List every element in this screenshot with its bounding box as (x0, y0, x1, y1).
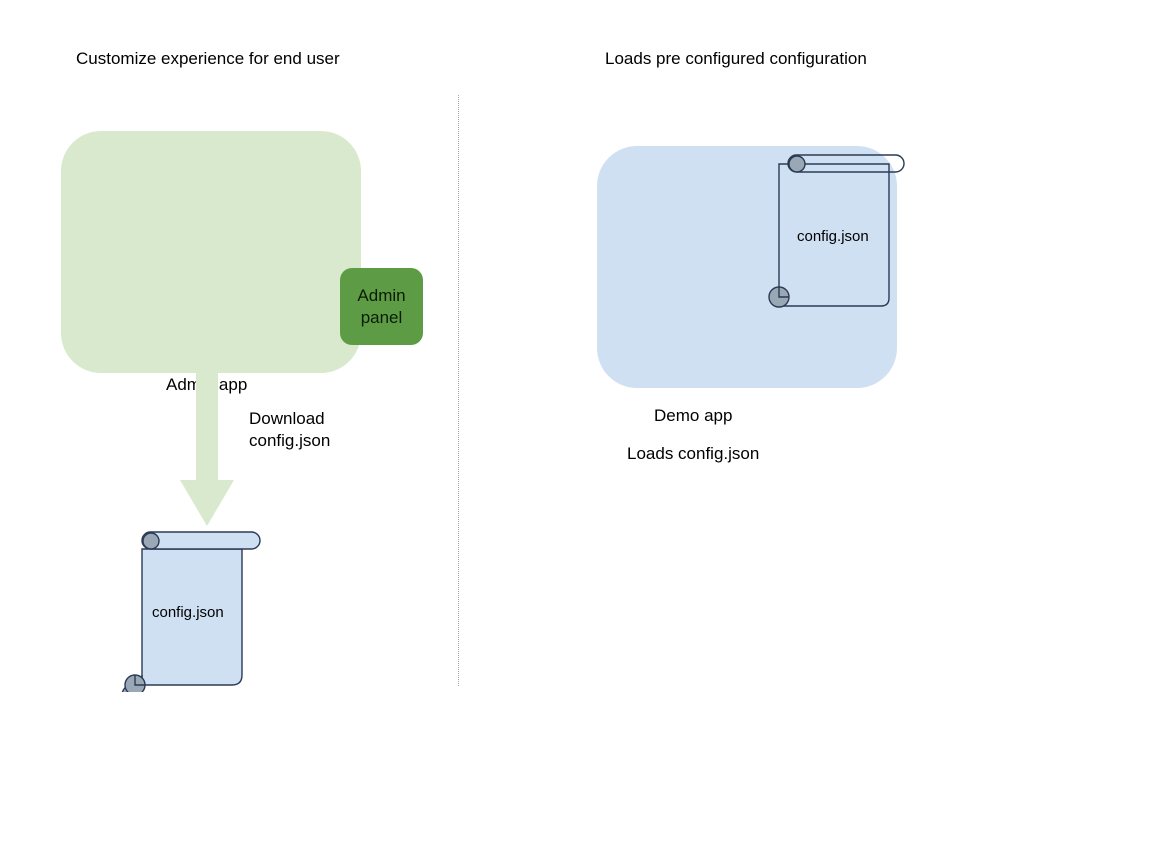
admin-app-box: Admin app Admin panel (61, 131, 423, 394)
demo-app-label: Demo app (654, 406, 733, 425)
config-json-label-left: config.json (152, 604, 224, 621)
right-column-title: Loads pre configured configuration (605, 49, 867, 68)
admin-panel-label-line2: panel (360, 307, 403, 327)
config-json-scroll-icon-right (768, 154, 905, 308)
column-divider (458, 95, 460, 686)
config-json-label-right: config.json (797, 228, 869, 245)
config-json-scroll-icon-left (121, 531, 261, 692)
download-arrow-label-line2: config.json (249, 431, 331, 450)
left-column-title: Customize experience for end user (76, 49, 340, 68)
download-arrow-label: Download config.json (249, 408, 330, 452)
admin-panel-button[interactable]: Admin panel (340, 268, 423, 345)
download-arrow-label-line1: Download (249, 409, 325, 428)
admin-panel-label: Admin panel (357, 285, 405, 329)
demo-app-box: Demo app (597, 146, 897, 425)
download-arrow-icon (180, 370, 234, 526)
loads-config-caption: Loads config.json (627, 444, 760, 463)
admin-panel-label-line1: Admin (357, 285, 406, 305)
